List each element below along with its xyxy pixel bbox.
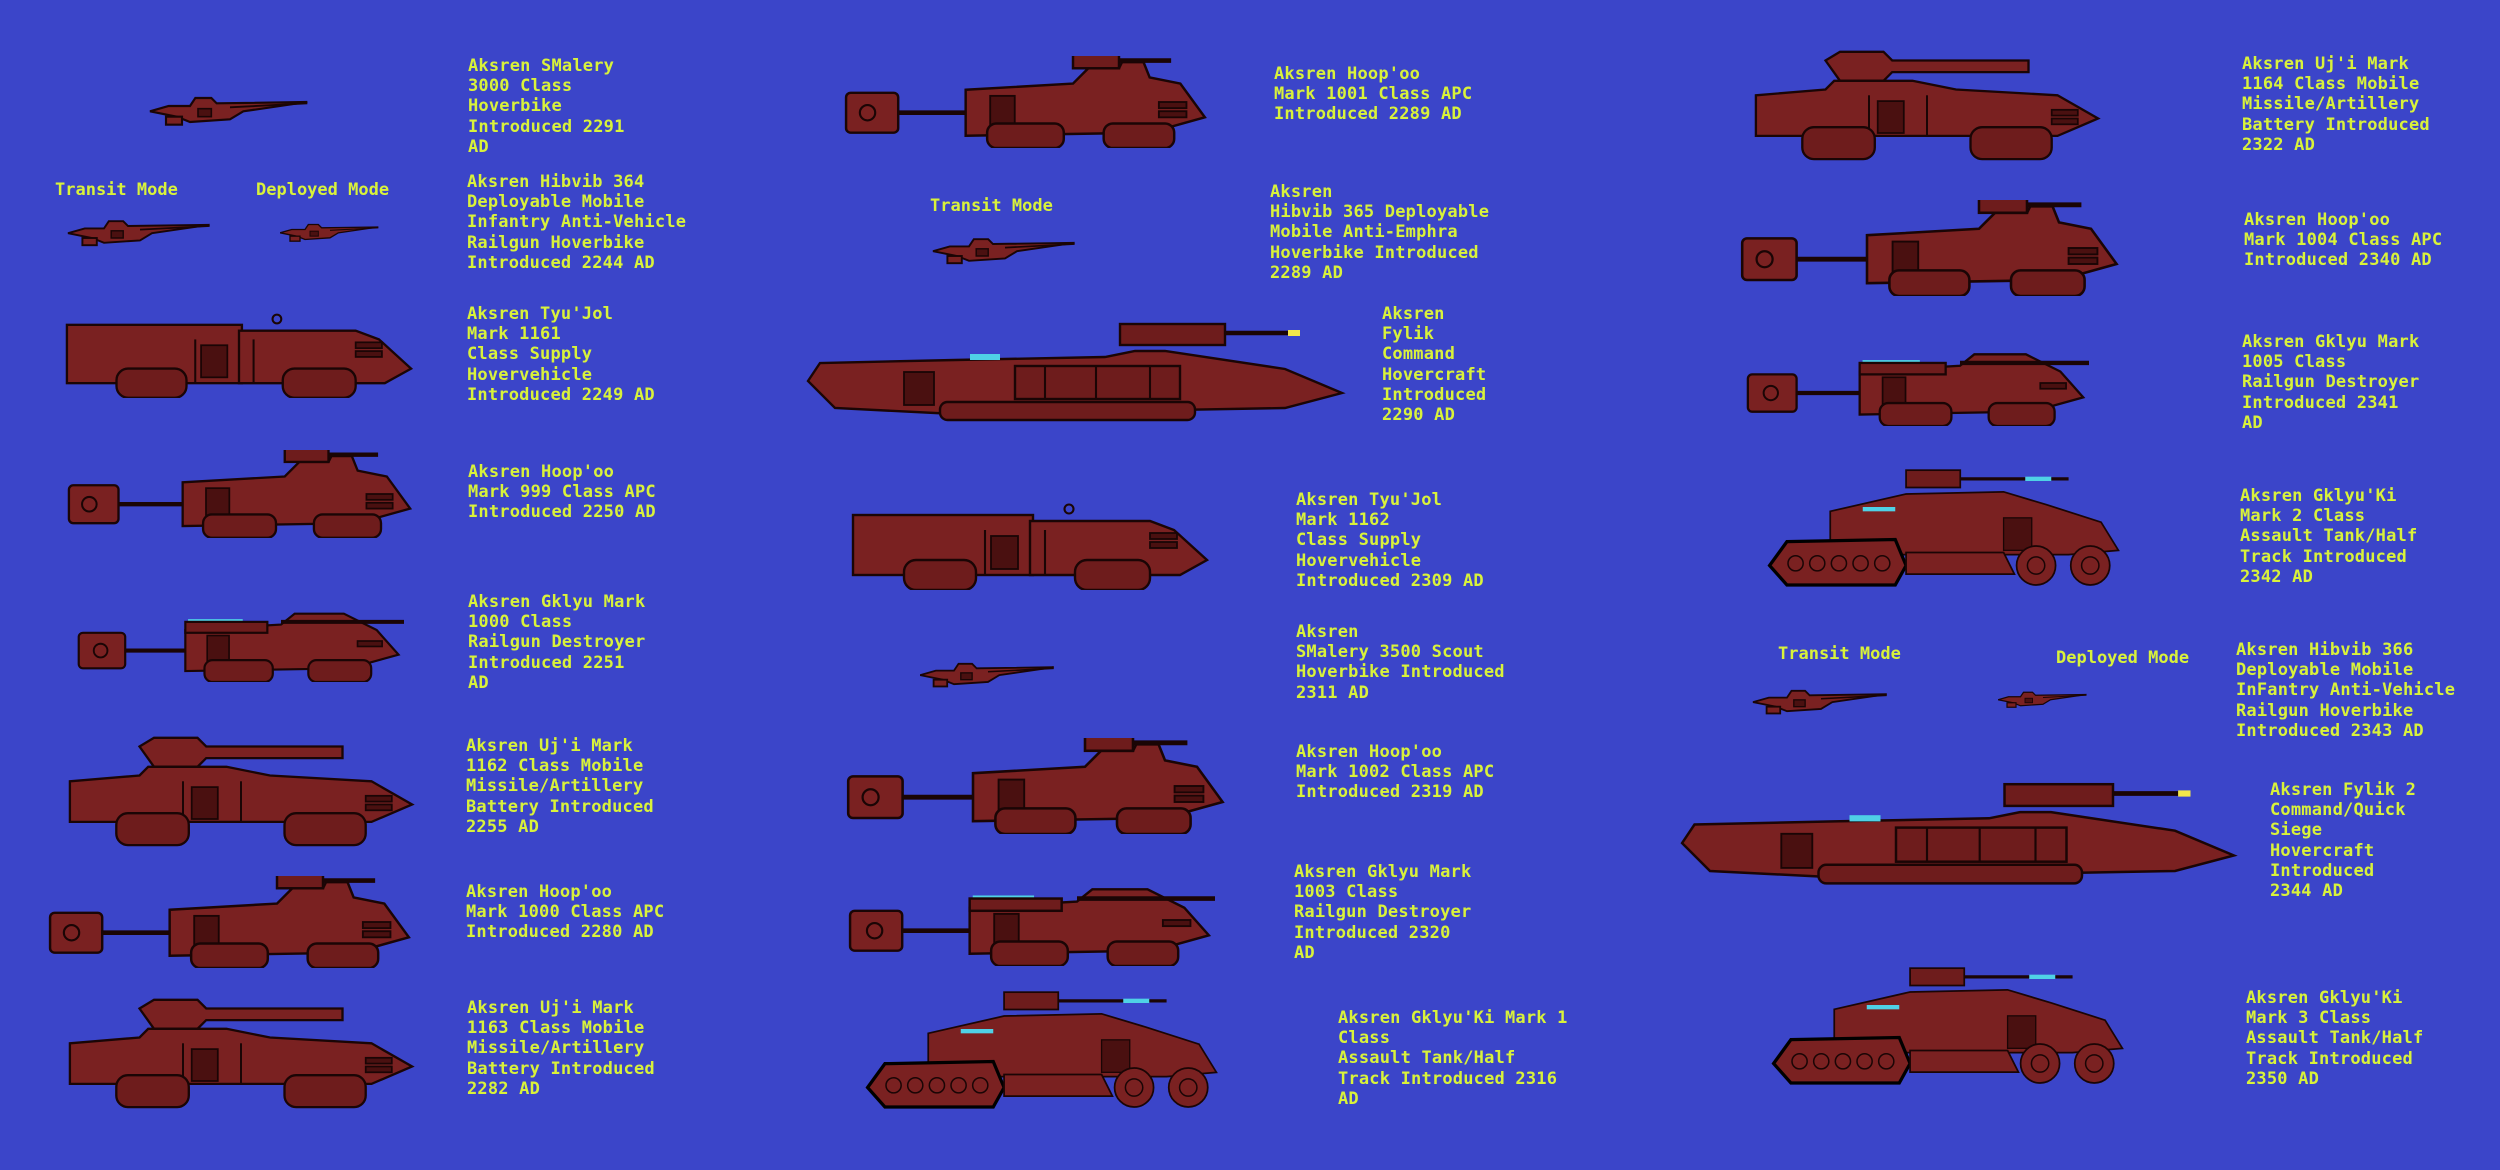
vehicle-gklyuki-mark2 (1684, 468, 2204, 598)
vehicle-gklyuki-mark1 (782, 990, 1302, 1120)
label-uji-1162: Aksren Uj'i Mark 1162 Class Mobile Missi… (466, 736, 654, 837)
vehicle-tyujol-1161 (65, 313, 413, 398)
vehicle-hibvib-364-deployed (280, 223, 380, 243)
label-gklyuki-mark3: Aksren Gklyu'Ki Mark 3 Class Assault Tan… (2246, 988, 2424, 1089)
vehicle-tyujol-1162 (851, 503, 1209, 590)
label-gklyu-1000: Aksren Gklyu Mark 1000 Class Railgun Des… (468, 592, 646, 693)
label-gklyuki-mark2: Aksren Gklyu'Ki Mark 2 Class Assault Tan… (2240, 486, 2418, 587)
label-hoopoo-999: Aksren Hoop'oo Mark 999 Class APC Introd… (468, 462, 656, 523)
mode-deployed-3: Deployed Mode (2056, 648, 2190, 668)
vehicle-gklyu-1003 (846, 874, 1216, 966)
vehicle-smalery-3000 (148, 96, 309, 126)
mode-transit-3: Transit Mode (1778, 644, 1901, 664)
label-hibvib-366: Aksren Hibvib 366 Deployable Mobile InFa… (2236, 640, 2456, 741)
vehicle-gklyuki-mark3 (1688, 966, 2208, 1096)
label-tyujol-1161: Aksren Tyu'Jol Mark 1161 Class Supply Ho… (467, 304, 655, 405)
vehicle-hoopoo-1000 (46, 876, 416, 968)
vehicle-hibvib-366-deployed (1998, 691, 2088, 709)
label-uji-1164: Aksren Uj'i Mark 1164 Class Mobile Missi… (2242, 54, 2430, 155)
label-tyujol-1162: Aksren Tyu'Jol Mark 1162 Class Supply Ho… (1296, 490, 1484, 591)
label-hoopoo-1004: Aksren Hoop'oo Mark 1004 Class APC Intro… (2244, 210, 2443, 271)
label-fylik-2: Aksren Fylik 2 Command/Quick Siege Hover… (2270, 780, 2417, 902)
vehicle-uji-1163 (68, 998, 414, 1109)
label-gklyu-1005: Aksren Gklyu Mark 1005 Class Railgun Des… (2242, 332, 2420, 433)
vehicle-fylik-command (802, 318, 1348, 438)
vehicle-smalery-3500 (920, 662, 1055, 688)
label-hibvib-365: Aksren Hibvib 365 Deployable Mobile Anti… (1270, 182, 1490, 283)
label-smalery-3000: Aksren SMalery 3000 Class Hoverbike Intr… (468, 56, 625, 157)
label-gklyu-1003: Aksren Gklyu Mark 1003 Class Railgun Des… (1294, 862, 1472, 963)
vehicle-fylik-2 (1668, 778, 2248, 902)
vehicle-uji-1162 (68, 736, 414, 847)
vehicle-hibvib-365 (931, 238, 1076, 265)
label-gklyuki-mark1: Aksren Gklyu'Ki Mark 1 Class Assault Tan… (1338, 1008, 1568, 1109)
mode-transit-2: Transit Mode (930, 196, 1053, 216)
label-hibvib-364: Aksren Hibvib 364 Deployable Mobile Infa… (467, 172, 687, 273)
label-smalery-3500: Aksren SMalery 3500 Scout Hoverbike Intr… (1296, 622, 1505, 703)
vehicle-hoopoo-1001 (842, 56, 1212, 148)
vehicle-gklyu-1005 (1742, 340, 2092, 426)
vehicle-hoopoo-999 (66, 450, 416, 538)
label-uji-1163: Aksren Uj'i Mark 1163 Class Mobile Missi… (467, 998, 655, 1099)
mode-deployed-1: Deployed Mode (256, 180, 390, 200)
vehicle-uji-1164 (1754, 50, 2100, 161)
vehicle-hoopoo-1004 (1738, 200, 2124, 296)
vehicle-hibvib-366-transit (1752, 689, 1888, 715)
label-hoopoo-1001: Aksren Hoop'oo Mark 1001 Class APC Intro… (1274, 64, 1473, 125)
label-hoopoo-1000: Aksren Hoop'oo Mark 1000 Class APC Intro… (466, 882, 665, 943)
mode-transit-1: Transit Mode (55, 180, 178, 200)
label-fylik-command: Aksren Fylik Command Hovercraft Introduc… (1382, 304, 1487, 426)
vehicle-hoopoo-1002 (845, 738, 1229, 834)
label-hoopoo-1002: Aksren Hoop'oo Mark 1002 Class APC Intro… (1296, 742, 1495, 803)
vehicle-gklyu-1000 (75, 600, 405, 682)
vehicle-hibvib-364-transit (66, 220, 211, 247)
